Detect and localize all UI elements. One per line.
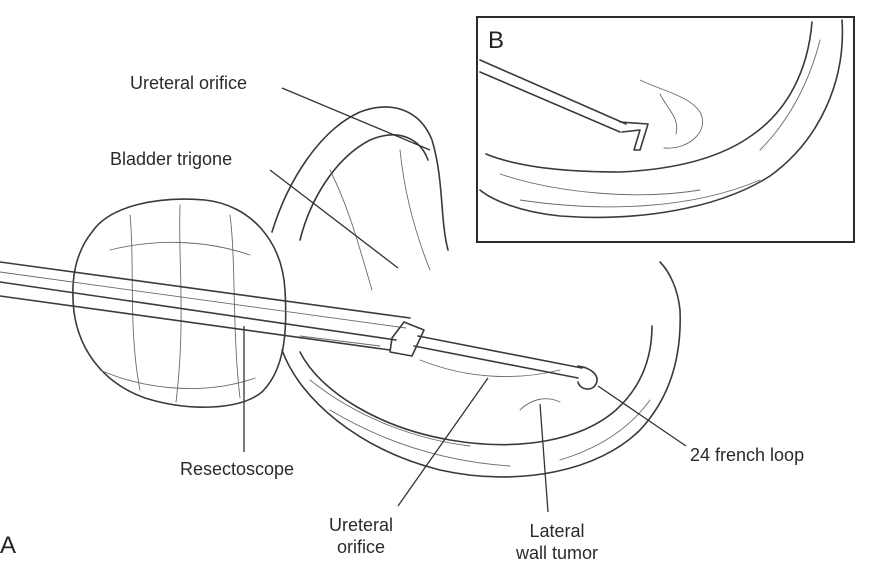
label-french-loop: 24 french loop (690, 445, 805, 465)
panel-label-b: B (488, 27, 505, 54)
label-ureteral-orifice-bottom-line1: Ureteral (328, 515, 394, 535)
leader-ureteral-orifice-top (281, 87, 431, 151)
prostate-drawing (72, 198, 287, 408)
panel-label-a: A (0, 532, 17, 559)
label-lateral-wall-tumor-line1: Lateral (529, 521, 585, 541)
label-lateral-wall-tumor-line2: wall tumor (515, 543, 599, 563)
leader-lateral-wall-tumor (539, 403, 549, 513)
label-ureteral-orifice-bottom-line2: orifice (336, 537, 385, 557)
label-ureteral-orifice-top: Ureteral orifice (130, 73, 248, 93)
resectoscope-drawing (0, 261, 598, 390)
label-resectoscope: Resectoscope (180, 459, 295, 479)
leader-bladder-trigone (269, 169, 399, 269)
leader-french-loop (597, 385, 687, 447)
label-bladder-trigone: Bladder trigone (110, 149, 233, 169)
leader-lines (243, 87, 687, 513)
leader-ureteral-orifice-bottom (397, 377, 489, 507)
label-lateral-wall-tumor: Lateral wall tumor (494, 520, 620, 564)
bladder-wall-drawing (271, 106, 681, 478)
label-ureteral-orifice-bottom: Ureteral orifice (316, 514, 406, 558)
inset-panel (476, 16, 855, 243)
